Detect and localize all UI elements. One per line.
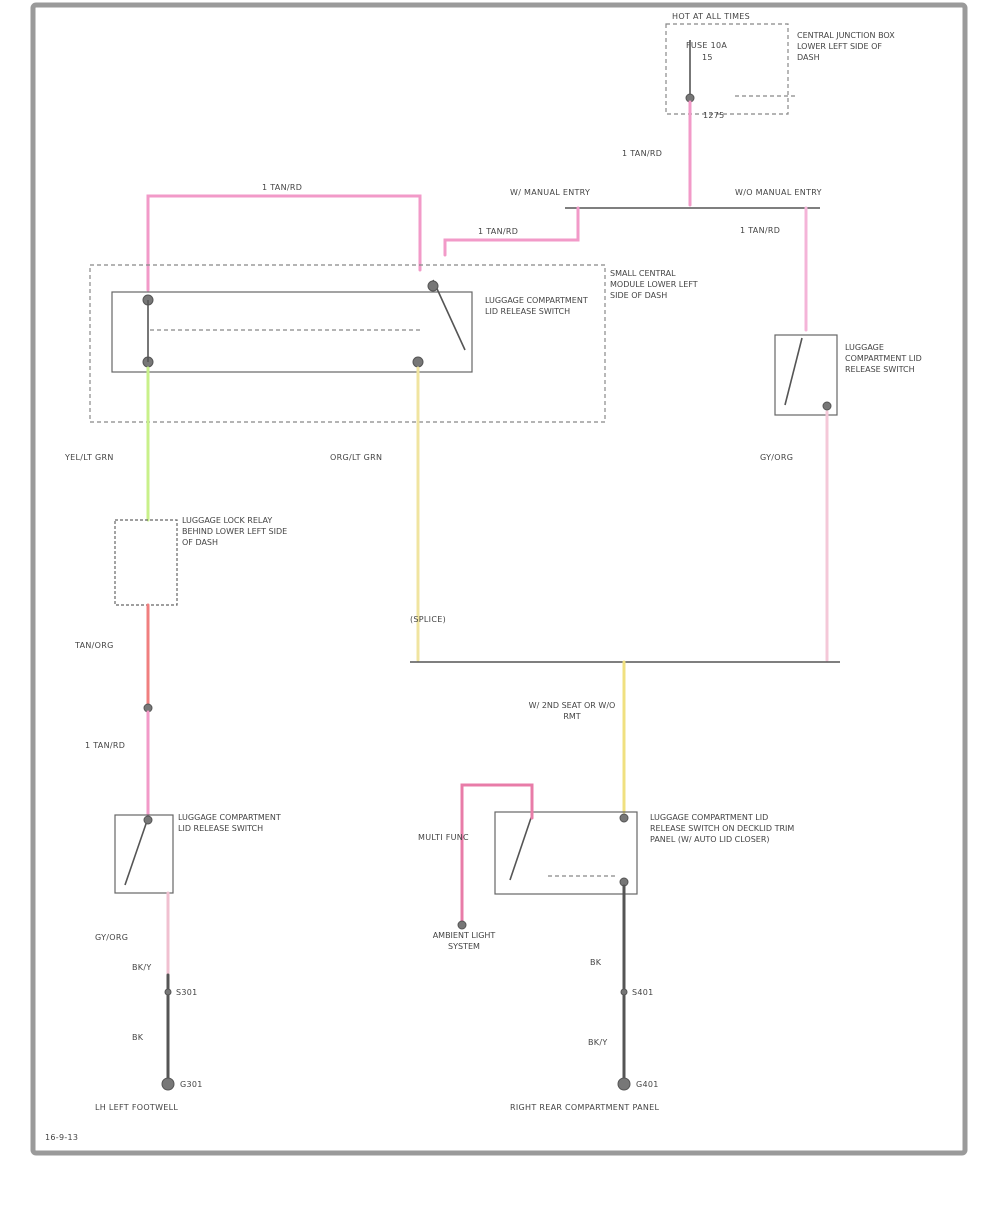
- fuse-box: [665, 23, 789, 115]
- ambient-terminal-icon: [457, 920, 467, 930]
- relay-desc: LUGGAGE LOCK RELAY BEHIND LOWER LEFT SID…: [182, 516, 288, 547]
- wire-left-col-label: YEL/LT GRN: [64, 453, 114, 462]
- left-ground-label: G301: [180, 1080, 203, 1089]
- switch-center-desc: W/ 2ND SEAT OR W/O RMT: [528, 701, 616, 721]
- left-splice-dot: [164, 988, 172, 996]
- center-switch-arm: [509, 814, 533, 881]
- relay-desc-wrap: LUGGAGE LOCK RELAY BEHIND LOWER LEFT SID…: [182, 516, 288, 547]
- left-ground-icon: [161, 1077, 175, 1091]
- right-bk2-label: BK/Y: [588, 1038, 608, 1047]
- center-switch-desc: LUGGAGE COMPARTMENT LID RELEASE SWITCH O…: [650, 813, 795, 844]
- center-switch-pin-top: [619, 813, 629, 823]
- central-module-inner: [111, 291, 473, 373]
- relay-box: [114, 519, 178, 606]
- switch-right-desc-wrap: LUGGAGE COMPARTMENT LID RELEASE SWITCH: [845, 343, 922, 374]
- module-desc: SMALL CENTRAL MODULE LOWER LEFT SIDE OF …: [610, 269, 698, 300]
- diagram-frame: [30, 2, 968, 1156]
- wire-top-left-label: 1 TAN/RD: [262, 183, 302, 192]
- splice-left-label: W/ MANUAL ENTRY: [510, 188, 590, 197]
- wire-mid-label: 1 TAN/RD: [478, 227, 518, 236]
- wire-top-loop: [146, 194, 422, 292]
- wire-splice-left: [443, 206, 580, 257]
- module-desc-wrap: SMALL CENTRAL MODULE LOWER LEFT SIDE OF …: [610, 269, 698, 300]
- right-ground-label: G401: [636, 1080, 659, 1089]
- center-switch-desc-wrap: LUGGAGE COMPARTMENT LID RELEASE SWITCH O…: [650, 813, 795, 844]
- module-switch-arm: [432, 279, 466, 351]
- left-bk-label: BK: [132, 1033, 144, 1042]
- right-ground-loc-label: RIGHT REAR COMPARTMENT PANEL: [510, 1103, 659, 1112]
- wire-left-lower-label: TAN/ORG: [74, 641, 114, 650]
- switch-center-desc-wrap: W/ 2ND SEAT OR W/O RMT: [528, 701, 616, 721]
- fuse-desc-wrap: CENTRAL JUNCTION BOX LOWER LEFT SIDE OF …: [797, 31, 895, 62]
- module-switch-desc-wrap: LUGGAGE COMPARTMENT LID RELEASE SWITCH: [485, 296, 588, 316]
- right-ground-icon: [617, 1077, 631, 1091]
- left-ground-loc-label: LH LEFT FOOTWELL: [95, 1103, 178, 1112]
- ambient-desc: AMBIENT LIGHT SYSTEM: [432, 931, 496, 951]
- right-splice-dot: [620, 988, 628, 996]
- wire-right-col-label: 1 TAN/RD: [740, 226, 780, 235]
- left-splice-label: S301: [176, 988, 198, 997]
- left-switch-arm: [124, 817, 149, 886]
- right-bk-label: BK: [590, 958, 602, 967]
- module-switch-top: [427, 280, 439, 292]
- module-switch-desc: LUGGAGE COMPARTMENT LID RELEASE SWITCH: [485, 296, 588, 316]
- switch-left-desc: LUGGAGE COMPARTMENT LID RELEASE SWITCH: [178, 813, 281, 833]
- switch-right-desc: LUGGAGE COMPARTMENT LID RELEASE SWITCH: [845, 343, 922, 374]
- ambient-label: MULTI FUNC: [418, 833, 469, 842]
- module-switch-bottom: [412, 356, 424, 368]
- right-switch-box: [774, 334, 838, 416]
- left-switch-box: [114, 814, 174, 894]
- switch-left-wire-label: GY/ORG: [95, 933, 128, 942]
- fuse-wire-number: 1275: [703, 111, 725, 120]
- splice-right-label: W/O MANUAL ENTRY: [735, 188, 822, 197]
- wire-right-lower-label: GY/ORG: [760, 453, 793, 462]
- wire-left-lower2-label: 1 TAN/RD: [85, 741, 125, 750]
- center-switch-box: [494, 811, 638, 895]
- right-switch-pin-bottom: [822, 401, 832, 411]
- fuse-desc-text: CENTRAL JUNCTION BOX LOWER LEFT SIDE OF …: [797, 31, 895, 62]
- right-switch-arm: [784, 337, 803, 406]
- right-splice-label: S401: [632, 988, 654, 997]
- fuse-number-text: 15: [702, 53, 713, 62]
- page-reference: 16-9-13: [45, 1133, 78, 1142]
- wire-top-right-label: 1 TAN/RD: [622, 149, 662, 158]
- switch-left-bk-label: BK/Y: [132, 963, 152, 972]
- fuse-detail-text: FUSE 10A: [686, 41, 727, 50]
- fuse-header-text: HOT AT ALL TIMES: [672, 12, 750, 21]
- switch-left-desc-wrap: LUGGAGE COMPARTMENT LID RELEASE SWITCH: [178, 813, 281, 833]
- ambient-desc-wrap: AMBIENT LIGHT SYSTEM: [432, 931, 496, 951]
- wire-center-col-label: ORG/LT GRN: [330, 453, 382, 462]
- left-switch-pin-top: [143, 815, 153, 825]
- splice-note-label: (SPLICE): [410, 615, 446, 624]
- wire-ambient: [460, 783, 534, 927]
